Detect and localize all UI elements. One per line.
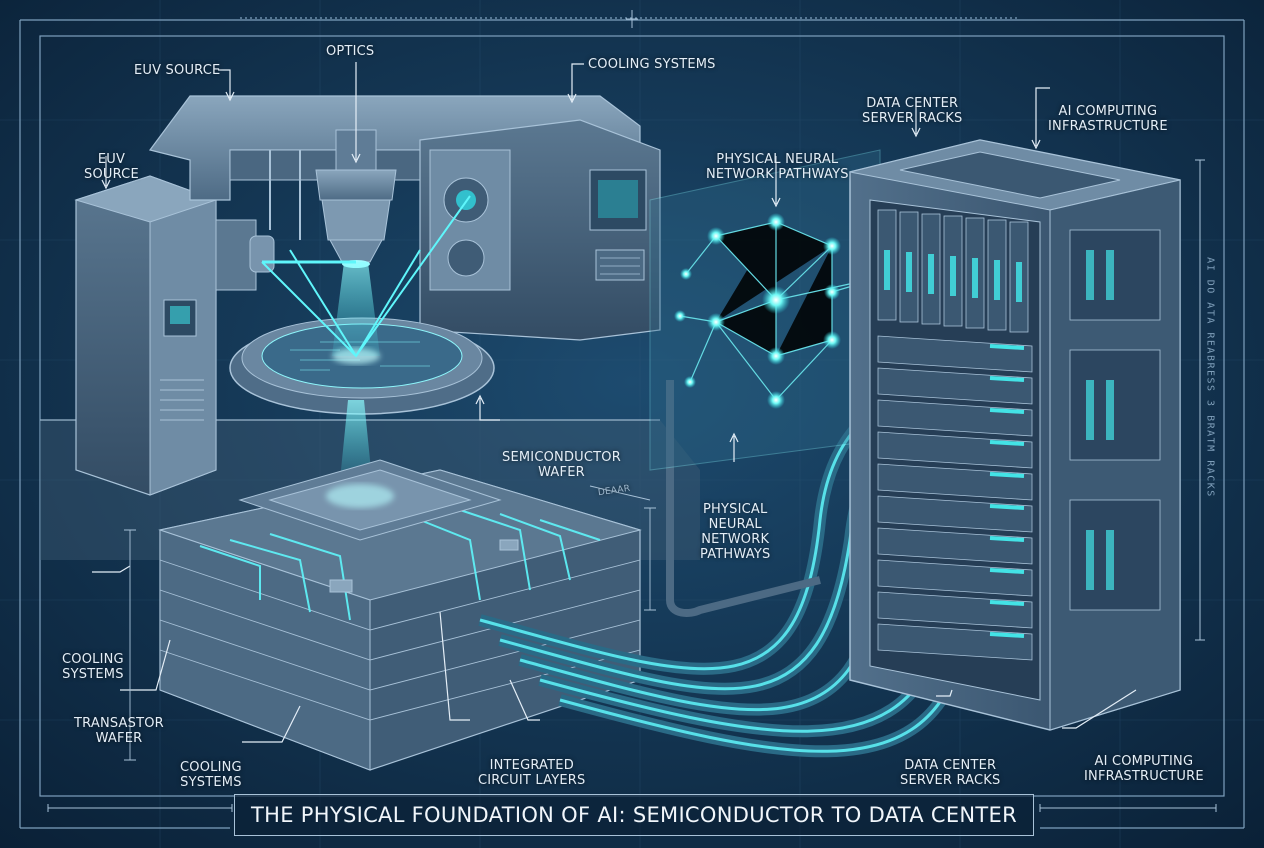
label-optics: OPTICS	[326, 44, 374, 59]
server-status-light	[990, 442, 1024, 444]
blade-indicator-light	[994, 260, 1000, 300]
blade-indicator-light	[906, 252, 912, 292]
server-status-light	[990, 346, 1024, 348]
server-status-light	[990, 570, 1024, 572]
server-status-light	[990, 634, 1024, 636]
server-status-light	[990, 538, 1024, 540]
blade-indicator-light	[972, 258, 978, 298]
blade-indicator-light	[928, 254, 934, 294]
diagram-title: THE PHYSICAL FOUNDATION OF AI: SEMICONDU…	[251, 803, 1017, 827]
title-banner: THE PHYSICAL FOUNDATION OF AI: SEMICONDU…	[234, 794, 1034, 836]
machine-right-module	[420, 120, 660, 340]
blade-indicator-light	[884, 250, 890, 290]
blade-indicator-light	[1016, 262, 1022, 302]
server-rack	[850, 140, 1180, 730]
blade-indicator-light	[950, 256, 956, 296]
server-status-light	[990, 410, 1024, 412]
server-status-light	[990, 378, 1024, 380]
label-euv-source-top: EUV SOURCE	[134, 63, 220, 78]
server-status-light	[990, 474, 1024, 476]
vertical-annotation: AI DO ATA REABRESS 3 BRATM RACKS	[1205, 228, 1216, 528]
server-status-light	[990, 506, 1024, 508]
server-status-light	[990, 602, 1024, 604]
label-cooling-systems-top: COOLING SYSTEMS	[588, 57, 716, 72]
